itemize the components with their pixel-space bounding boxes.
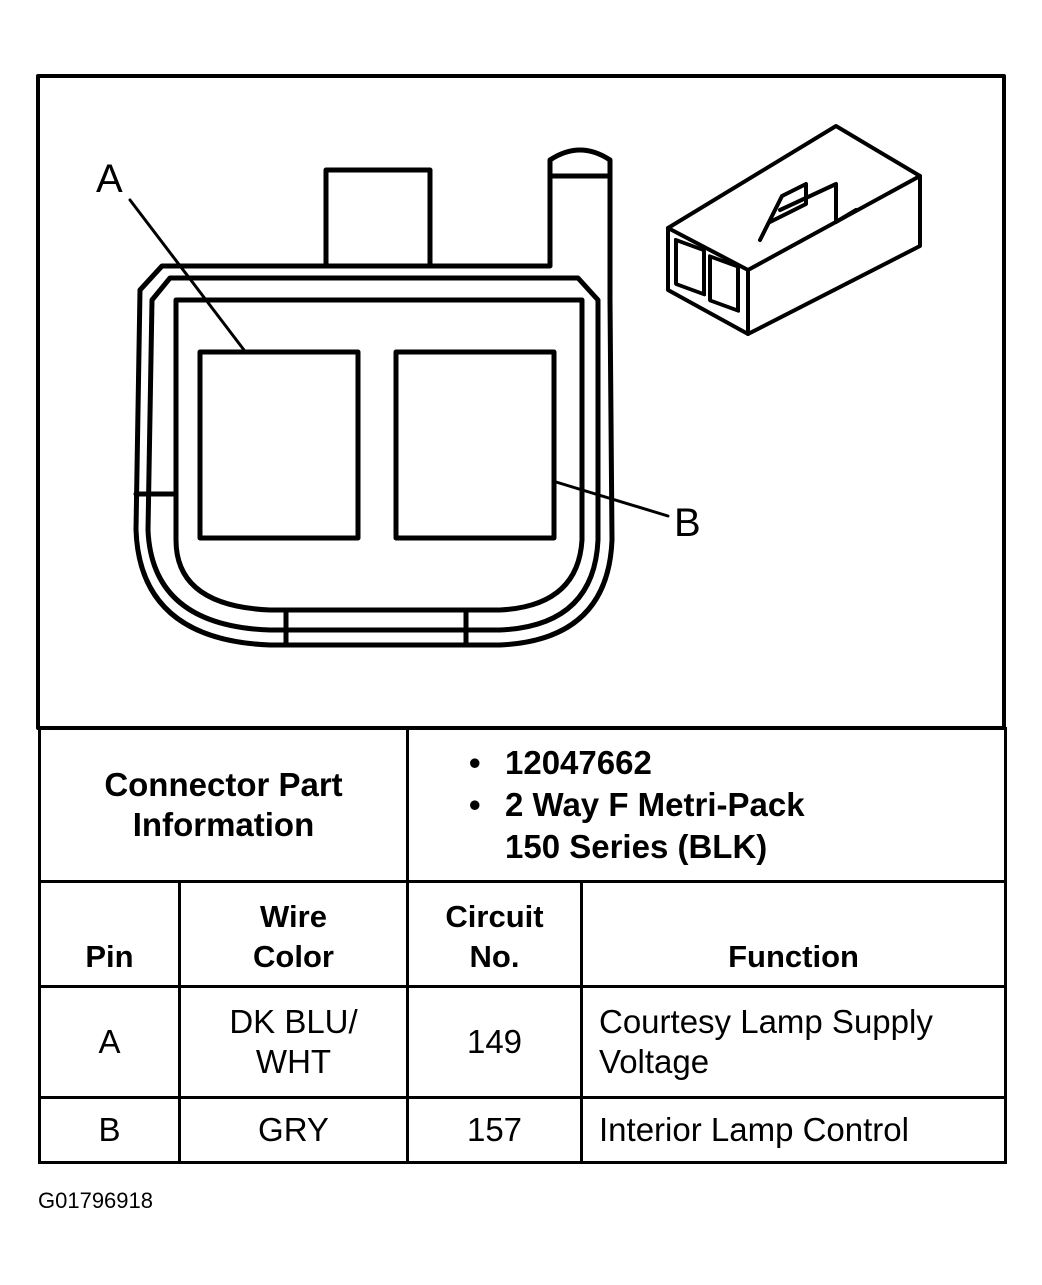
pin-b-leader: [554, 480, 670, 518]
row-b-wire-color: GRY: [178, 1096, 409, 1164]
bullet-icon: •: [469, 744, 481, 781]
figure-code: G01796918: [38, 1188, 153, 1213]
connector-face: [173, 297, 585, 613]
row-a-function-line1: Courtesy Lamp Supply: [599, 1003, 933, 1040]
connector-iso-view: [666, 124, 922, 336]
row-b-pin: B: [38, 1096, 181, 1164]
header-wire-color-line1: Wire: [260, 899, 327, 934]
row-a-wire-color-line2: WHT: [255, 1043, 332, 1080]
row-a-wire-color: DK BLU/ WHT: [178, 985, 409, 1099]
part-info-label-line2: Information: [132, 806, 315, 843]
connector-diagram: A B: [36, 74, 1006, 730]
connector-info-table: Connector Part Information • 12047662 • …: [38, 727, 1008, 1164]
header-circuit-line1: Circuit: [445, 899, 544, 934]
row-a-pin: A: [38, 985, 181, 1099]
header-function: Function: [579, 880, 1008, 988]
row-a-circuit: 149: [406, 985, 583, 1099]
header-wire-color-line2: Color: [253, 939, 334, 974]
row-b-circuit: 157: [406, 1096, 583, 1164]
row-a-function: Courtesy Lamp Supply Voltage: [579, 985, 1008, 1099]
table-row: B GRY 157 Interior Lamp Control: [38, 1096, 1008, 1164]
part-description-line2: 150 Series (BLK): [505, 828, 768, 865]
part-description-item: • 2 Way F Metri-Pack 150 Series (BLK): [419, 784, 994, 868]
part-number-item: • 12047662: [419, 742, 994, 784]
part-info-label-cell: Connector Part Information: [38, 727, 409, 883]
row-b-function: Interior Lamp Control: [579, 1096, 1008, 1164]
connector-inner-shell: [145, 275, 601, 633]
header-pin-text: Pin: [85, 939, 134, 974]
row-a-wire-color-line1: DK BLU/: [229, 1003, 358, 1040]
pin-a-callout: A: [96, 157, 123, 201]
row-a-function-line2: Voltage: [599, 1043, 710, 1080]
header-function-text: Function: [728, 939, 859, 974]
part-info-label-line1: Connector Part: [104, 766, 343, 803]
table-row: A DK BLU/ WHT 149 Courtesy Lamp Supply V…: [38, 985, 1008, 1099]
pin-b-callout: B: [674, 501, 701, 545]
bullet-icon: •: [469, 786, 481, 823]
pin-a-leader: [128, 198, 246, 352]
part-info-row: Connector Part Information • 12047662 • …: [38, 727, 1008, 883]
pin-a-cavity: [197, 349, 361, 541]
pin-b-cavity: [393, 349, 557, 541]
table-header-row: Pin Wire Color Circuit No. Function: [38, 880, 1008, 988]
part-description-line1: 2 Way F Metri-Pack: [505, 786, 805, 823]
header-wire-color: Wire Color: [178, 880, 409, 988]
header-circuit-line2: No.: [469, 939, 520, 974]
part-info-value-cell: • 12047662 • 2 Way F Metri-Pack 150 Seri…: [405, 727, 1008, 883]
header-circuit: Circuit No.: [406, 880, 583, 988]
connector-outer-shell: [133, 147, 615, 648]
part-number: 12047662: [505, 744, 652, 781]
connector-latch-tab: [323, 167, 433, 269]
header-pin: Pin: [38, 880, 181, 988]
